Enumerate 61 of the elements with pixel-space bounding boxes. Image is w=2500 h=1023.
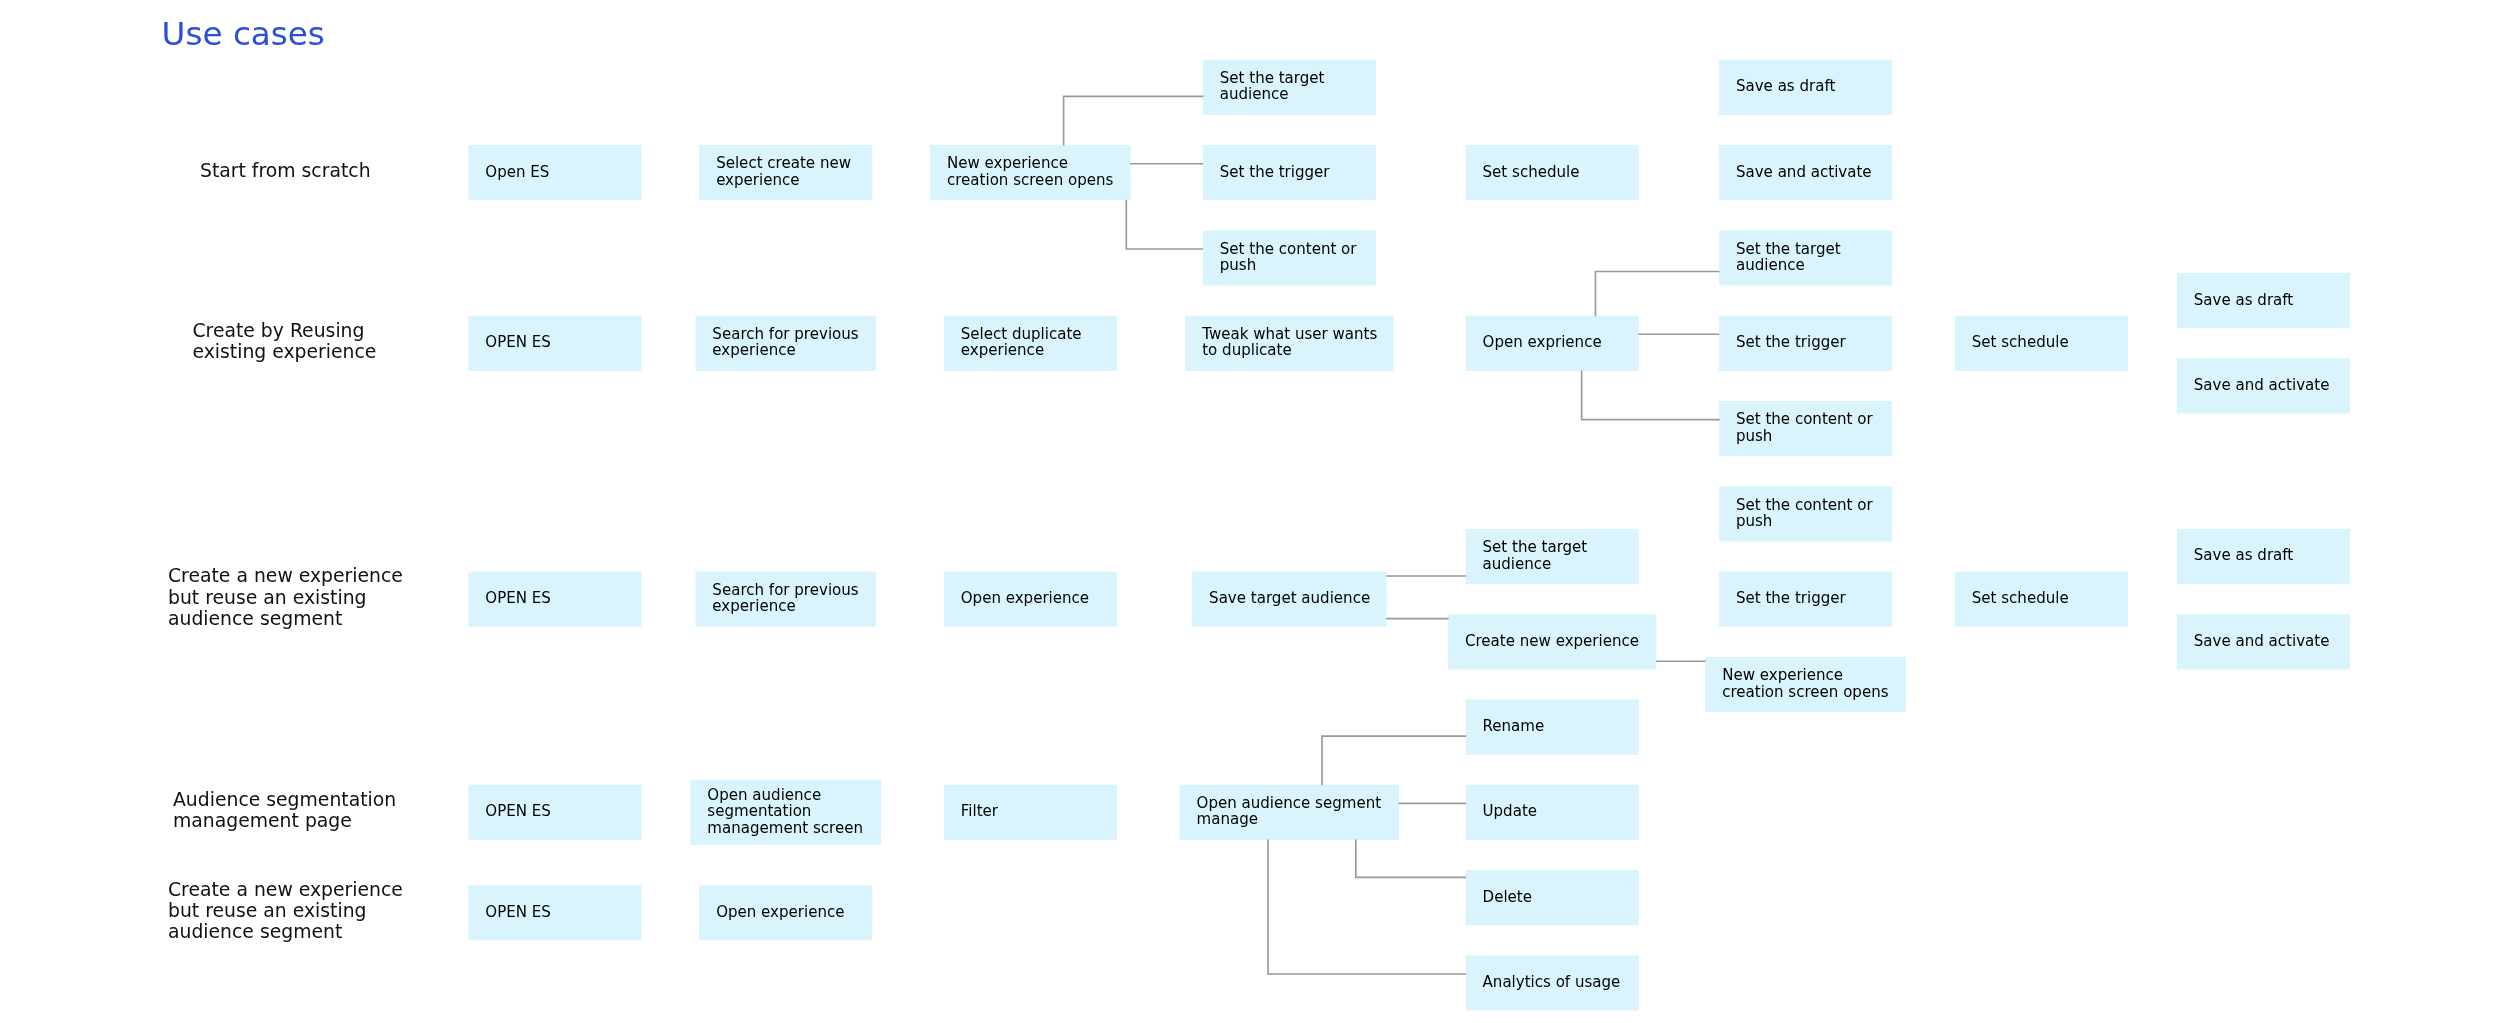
label: Create by Reusing existing experience [191, 319, 376, 362]
connector [1125, 198, 1204, 250]
node-box: Open experience [698, 884, 872, 940]
node-box: Delete [1465, 869, 1639, 925]
node-box: Tweak what user wants to duplicate [1184, 315, 1393, 371]
node-box: Save as draft [1718, 59, 1892, 115]
node-box: Open audience segmentation management screen [689, 779, 881, 845]
label: Start from scratch [199, 159, 371, 181]
label: Audience segmentation management page [172, 788, 396, 831]
node-box: Open audience segment manage [1179, 784, 1399, 840]
node-box: OPEN ES [467, 571, 641, 627]
label: Create a new experience but reuse an existing audience segment [167, 564, 403, 629]
node-box: Select duplicate experience [943, 315, 1117, 371]
node-box: Analytics of usage [1465, 954, 1639, 1011]
connector [1637, 332, 1720, 335]
node-box: Open ES [467, 144, 641, 200]
node-box: Set the target audience [1718, 229, 1892, 286]
node-box: Set the target audience [1465, 528, 1639, 584]
node-box: Save and activate [2176, 357, 2350, 414]
node-box: Set the trigger [1718, 315, 1892, 371]
connector [1594, 270, 1720, 317]
node-box: Set the target audience [1202, 59, 1376, 115]
node-box: Save and activate [2176, 613, 2350, 669]
node-box: Search for previous experience [694, 571, 876, 627]
node-box: Set the content or push [1718, 400, 1892, 456]
connector [1266, 838, 1467, 975]
node-box: Set schedule [1954, 315, 2128, 371]
connector [1128, 162, 1204, 164]
node-box: Save and activate [1718, 144, 1892, 200]
node-box: New experience creation screen opens [1704, 656, 1906, 712]
node-box: Set the trigger [1202, 144, 1376, 200]
node-box: Open experience [943, 571, 1117, 627]
node-box: Search for previous experience [694, 315, 876, 371]
node-box: Filter [943, 784, 1117, 840]
node-box: Set the trigger [1718, 571, 1892, 627]
node-box: Open exprience [1465, 315, 1639, 371]
diagram-title: Use cases [161, 14, 325, 53]
node-box: Save target audience [1191, 571, 1387, 627]
node-box: Save as draft [2176, 272, 2350, 328]
node-box: Set the content or push [1718, 485, 1892, 541]
node-box: OPEN ES [467, 315, 641, 371]
node-box: Rename [1465, 699, 1639, 755]
node-box: New experience creation screen opens [929, 144, 1131, 200]
node-box: OPEN ES [467, 884, 641, 940]
node-box: Select create new experience [698, 144, 872, 200]
connector [1580, 369, 1720, 420]
connector [1384, 617, 1449, 619]
connector [1397, 802, 1467, 804]
connector [1062, 95, 1204, 146]
connector [1654, 659, 1706, 662]
node-box: Save as draft [2176, 528, 2350, 584]
label: Create a new experience but reuse an existing audience segment [167, 878, 403, 942]
connector [1384, 574, 1467, 577]
connector [1320, 734, 1467, 786]
node-box: Set schedule [1954, 571, 2128, 627]
node-box: Create new experience [1447, 613, 1656, 669]
node-box: Update [1465, 784, 1639, 840]
node-box: Set schedule [1465, 144, 1639, 200]
connector [1354, 838, 1467, 878]
node-box: OPEN ES [467, 784, 641, 840]
node-box: Set the content or push [1202, 229, 1376, 286]
